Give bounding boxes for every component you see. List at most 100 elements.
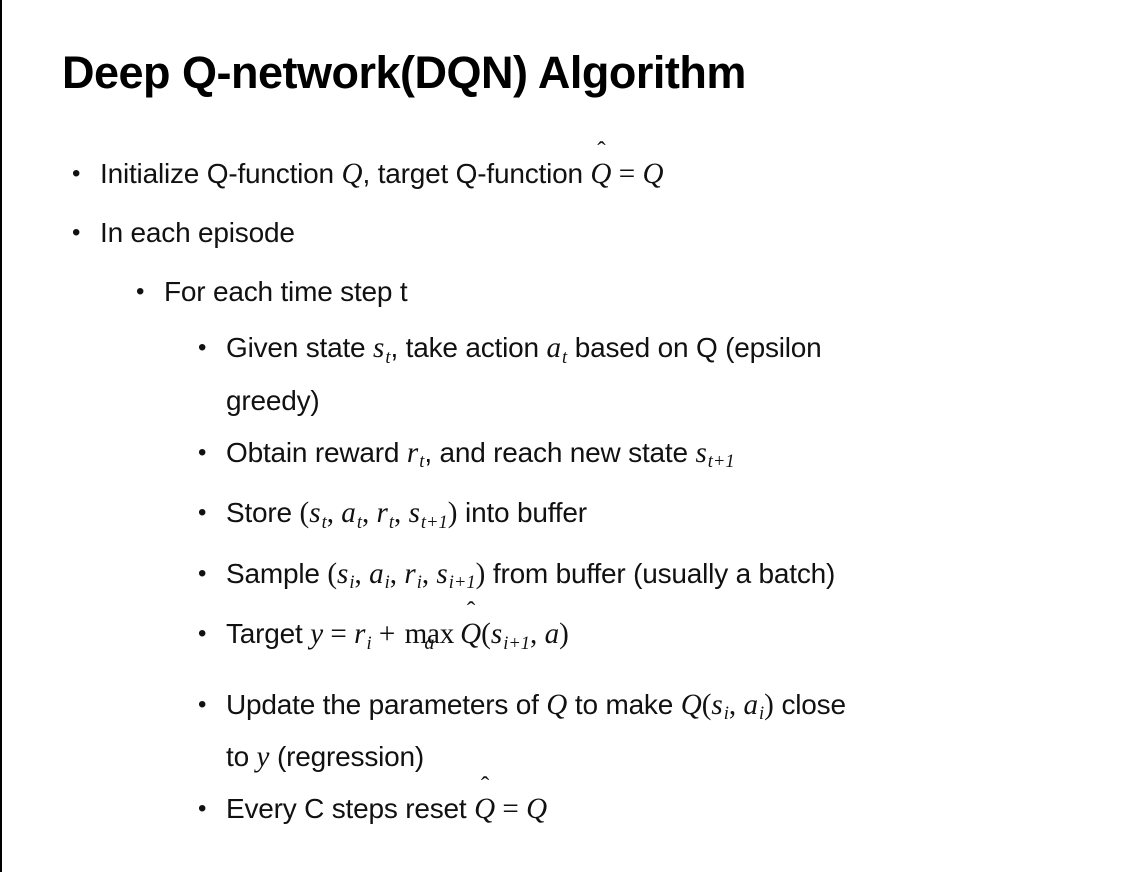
bullet-marker-icon: • bbox=[72, 219, 81, 246]
hat-icon: ˆ bbox=[597, 137, 606, 165]
plain-text-run: Update the parameters of bbox=[226, 688, 547, 720]
slide-title: Deep Q-network(DQN) Algorithm bbox=[62, 47, 746, 98]
math-subscripted-symbol: rt bbox=[376, 497, 394, 532]
plain-text-run: (regression) bbox=[269, 741, 425, 773]
plain-text-run: In each episode bbox=[100, 217, 295, 248]
math-punctuation: = bbox=[611, 158, 643, 190]
math-subscript: t bbox=[419, 451, 425, 472]
math-subscript: t+1 bbox=[707, 451, 735, 472]
math-subscript: i+1 bbox=[448, 572, 476, 593]
bullet-marker-icon: • bbox=[72, 160, 81, 187]
math-subscript: i bbox=[416, 572, 422, 593]
bullet-marker-icon: • bbox=[198, 334, 207, 361]
math-subscripted-symbol: at bbox=[546, 332, 567, 367]
math-symbol: a bbox=[369, 557, 384, 590]
math-subscripted-symbol: ri bbox=[354, 618, 371, 653]
math-symbol: s bbox=[373, 332, 385, 364]
math-symbol: a bbox=[544, 618, 560, 651]
plain-text-run: Obtain reward bbox=[226, 436, 407, 468]
math-punctuation: + bbox=[371, 618, 403, 651]
math-punctuation: = bbox=[495, 793, 527, 826]
math-symbol: r bbox=[376, 497, 388, 530]
bullet-item: • Given state st, take action at based on… bbox=[198, 326, 1124, 423]
bullet-content: For each time step t bbox=[164, 270, 1124, 314]
math-symbol: a bbox=[743, 688, 759, 721]
math-symbol: s bbox=[337, 557, 349, 590]
plain-text-run: to make bbox=[567, 688, 681, 720]
bullet-line: Initialize Q-function Q , target Q-functi… bbox=[100, 139, 1124, 196]
math-symbol: r bbox=[404, 557, 416, 590]
plain-text-run: Initialize Q-function bbox=[100, 158, 342, 189]
plain-text-run: to bbox=[226, 741, 257, 773]
plain-text-run: based on Q (epsilon bbox=[567, 332, 822, 363]
plain-text-run: into buffer bbox=[457, 497, 587, 529]
math-subscripted-symbol: st bbox=[309, 497, 326, 532]
math-symbol: r bbox=[354, 618, 366, 651]
math-subscript: t+1 bbox=[420, 511, 448, 532]
bullet-item: • In each episode bbox=[72, 211, 1124, 255]
math-subscript: i bbox=[384, 572, 390, 593]
bullet-content: Given state st, take action at based on … bbox=[226, 326, 1124, 423]
math-subscripted-symbol: at bbox=[341, 497, 362, 532]
math-punctuation: , bbox=[361, 497, 377, 530]
math-subscripted-symbol: st+1 bbox=[695, 437, 735, 472]
math-symbol: s bbox=[309, 497, 321, 530]
math-subscripted-symbol: si bbox=[711, 688, 729, 724]
bullet-line: Obtain reward rt, and reach new state st… bbox=[226, 431, 1124, 484]
math-symbol: s bbox=[408, 497, 420, 530]
plain-text-run: Sample bbox=[226, 557, 328, 589]
math-punctuation: , bbox=[530, 618, 545, 651]
math-symbol: a bbox=[341, 497, 356, 530]
math-subscripted-symbol: si+1 bbox=[491, 618, 530, 653]
math-subscripted-symbol: ri bbox=[404, 557, 422, 593]
math-subscript: i bbox=[366, 632, 372, 653]
bullet-item: •Store (st, at, rt, st+1) into buffer bbox=[198, 491, 1124, 544]
bullet-line: For each time step t bbox=[164, 270, 1124, 314]
math-punctuation: = bbox=[323, 618, 355, 651]
math-symbol: s bbox=[711, 688, 723, 721]
math-punctuation: , bbox=[354, 557, 370, 590]
bullet-item: • For each time step t bbox=[136, 270, 1124, 314]
bullet-marker-icon: • bbox=[136, 278, 145, 305]
bullet-line: greedy) bbox=[226, 379, 1124, 423]
bullet-list: • Initialize Q-function Q , target Q-funct… bbox=[2, 139, 1124, 831]
plain-text-run: , take action bbox=[390, 332, 547, 363]
bullet-line: In each episode bbox=[100, 211, 1124, 255]
plain-text-run: Given state bbox=[226, 332, 374, 363]
math-punctuation: , bbox=[389, 557, 405, 590]
bullet-content: Store (st, at, rt, st+1) into buffer bbox=[226, 491, 1124, 544]
math-symbol: Q bbox=[642, 158, 664, 190]
math-symbol: Q bbox=[546, 688, 568, 721]
math-punctuation: , bbox=[728, 688, 744, 721]
bullet-marker-icon: • bbox=[198, 795, 207, 823]
math-punctuation: ) bbox=[764, 688, 774, 721]
bullet-marker-icon: • bbox=[198, 559, 207, 587]
math-subscripted-symbol: st+1 bbox=[408, 497, 448, 532]
math-subscript: i bbox=[723, 703, 729, 724]
bullet-content: Update the parameters of Q to make Q(si,… bbox=[226, 683, 1124, 780]
math-punctuation: ( bbox=[327, 557, 338, 590]
bullet-content: In each episode bbox=[100, 211, 1124, 255]
plain-text-run: , target Q-function bbox=[362, 158, 591, 189]
bullet-line: Update the parameters of Q to make Q(si,… bbox=[226, 683, 1124, 736]
bullet-line: Store (st, at, rt, st+1) into buffer bbox=[226, 491, 1124, 544]
bullet-item: •Obtain reward rt, and reach new state s… bbox=[198, 431, 1124, 484]
math-symbol: Q bbox=[526, 793, 548, 826]
math-subscripted-symbol: ai bbox=[369, 557, 390, 593]
bullet-marker-icon: • bbox=[198, 690, 207, 718]
math-subscripted-symbol: rt bbox=[407, 437, 425, 472]
plain-text-run: , and reach new state bbox=[424, 436, 696, 468]
math-symbol: y bbox=[310, 618, 324, 651]
hat-icon: ˆ bbox=[466, 598, 476, 626]
bullet-line: Sample (si, ai, ri, si+1) from buffer (u… bbox=[226, 552, 1124, 605]
math-subscript: t bbox=[356, 511, 362, 532]
math-subscripted-symbol: si bbox=[337, 557, 355, 593]
math-subscript: i bbox=[349, 572, 355, 593]
